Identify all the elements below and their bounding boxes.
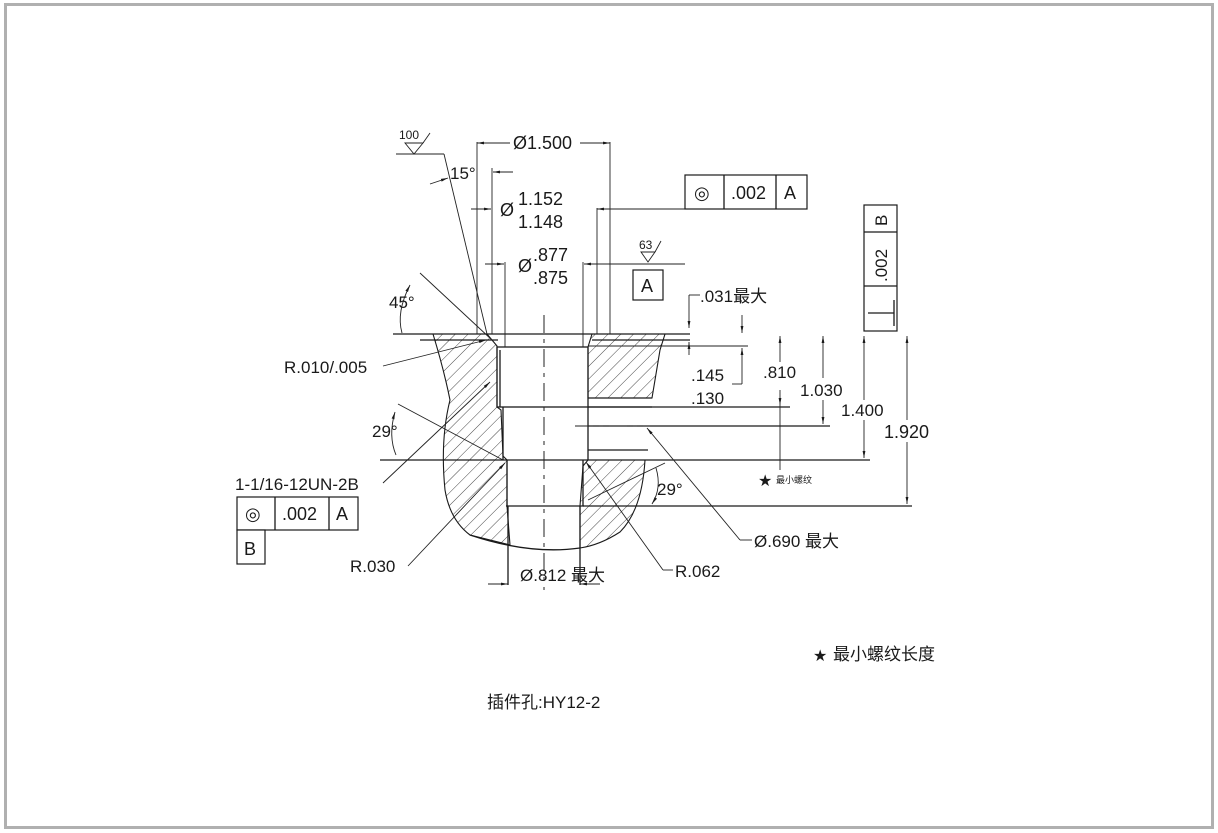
- dim-angle-15: 15°: [450, 164, 476, 183]
- svg-text:.002: .002: [282, 504, 317, 524]
- concentricity-icon: ◎: [245, 504, 261, 524]
- fcf-perpendicularity-right: B .002: [863, 204, 898, 332]
- extension-lines: [396, 142, 666, 501]
- svg-text:.002: .002: [872, 249, 891, 282]
- dim-depth-1400: 1.400: [841, 401, 884, 420]
- dim-radius-062: R.062: [675, 562, 720, 581]
- dim-dia-877-upper: .877: [533, 245, 568, 265]
- drawing-title: 插件孔:HY12-2: [487, 693, 600, 712]
- dim-depth-145: .145: [691, 366, 724, 385]
- svg-text:100: 100: [399, 128, 419, 142]
- dim-dia-877-lower: .875: [533, 268, 568, 288]
- dim-dia-877-prefix: Ø: [518, 256, 532, 276]
- dim-angle-45: 45°: [389, 293, 415, 312]
- datum-a-box: [632, 269, 664, 301]
- fcf-concentricity-left: ◎ .002 A B: [236, 496, 359, 565]
- dim-angle-29-right: 29°: [657, 480, 683, 499]
- dim-radius-010: R.010/.005: [284, 358, 367, 377]
- svg-text:A: A: [336, 504, 348, 524]
- surface-finish-63: 63: [639, 238, 662, 263]
- min-thread-star-icon: ★: [758, 473, 772, 490]
- dim-depth-1030: 1.030: [800, 381, 843, 400]
- dim-depth-810: .810: [763, 363, 796, 382]
- concentricity-icon: ◎: [694, 183, 710, 203]
- section-hatch-left: [432, 333, 511, 546]
- dim-angle-29-left: 29°: [372, 422, 398, 441]
- dim-dia-1152-lower: 1.148: [518, 212, 563, 232]
- dim-dia-1152-prefix: Ø: [500, 200, 514, 220]
- datum-a-label: A: [641, 276, 653, 296]
- surface-finish-100: 100: [399, 128, 431, 155]
- dim-dia-1500: Ø1.500: [513, 133, 572, 153]
- svg-text:B: B: [244, 539, 256, 559]
- dim-depth-031: .031最大: [700, 287, 767, 306]
- bore-outline: [380, 333, 912, 585]
- dim-depth-130: .130: [691, 389, 724, 408]
- fcf-concentricity-top: ◎ .002 A: [684, 174, 808, 210]
- drawing-frame: [4, 3, 1214, 829]
- perpendicularity-icon: [868, 300, 895, 326]
- thread-spec: 1-1/16-12UN-2B: [235, 475, 359, 494]
- dim-radius-030: R.030: [350, 557, 395, 576]
- min-thread-label: 最小螺纹: [776, 474, 812, 485]
- note-star-icon: ★: [813, 648, 827, 665]
- svg-text:B: B: [872, 215, 891, 226]
- section-hatch-right-lower: [579, 459, 646, 549]
- dim-dia-812: Ø.812 最大: [520, 566, 605, 585]
- svg-text:.002: .002: [731, 183, 766, 203]
- dim-dia-690: Ø.690 最大: [754, 532, 839, 551]
- dim-dia-1152-upper: 1.152: [518, 189, 563, 209]
- section-hatch-right-upper: [587, 333, 666, 399]
- svg-text:A: A: [784, 183, 796, 203]
- note-min-thread-length: 最小螺纹长度: [833, 645, 935, 664]
- dim-depth-1920: 1.920: [884, 422, 929, 442]
- svg-text:63: 63: [639, 238, 653, 252]
